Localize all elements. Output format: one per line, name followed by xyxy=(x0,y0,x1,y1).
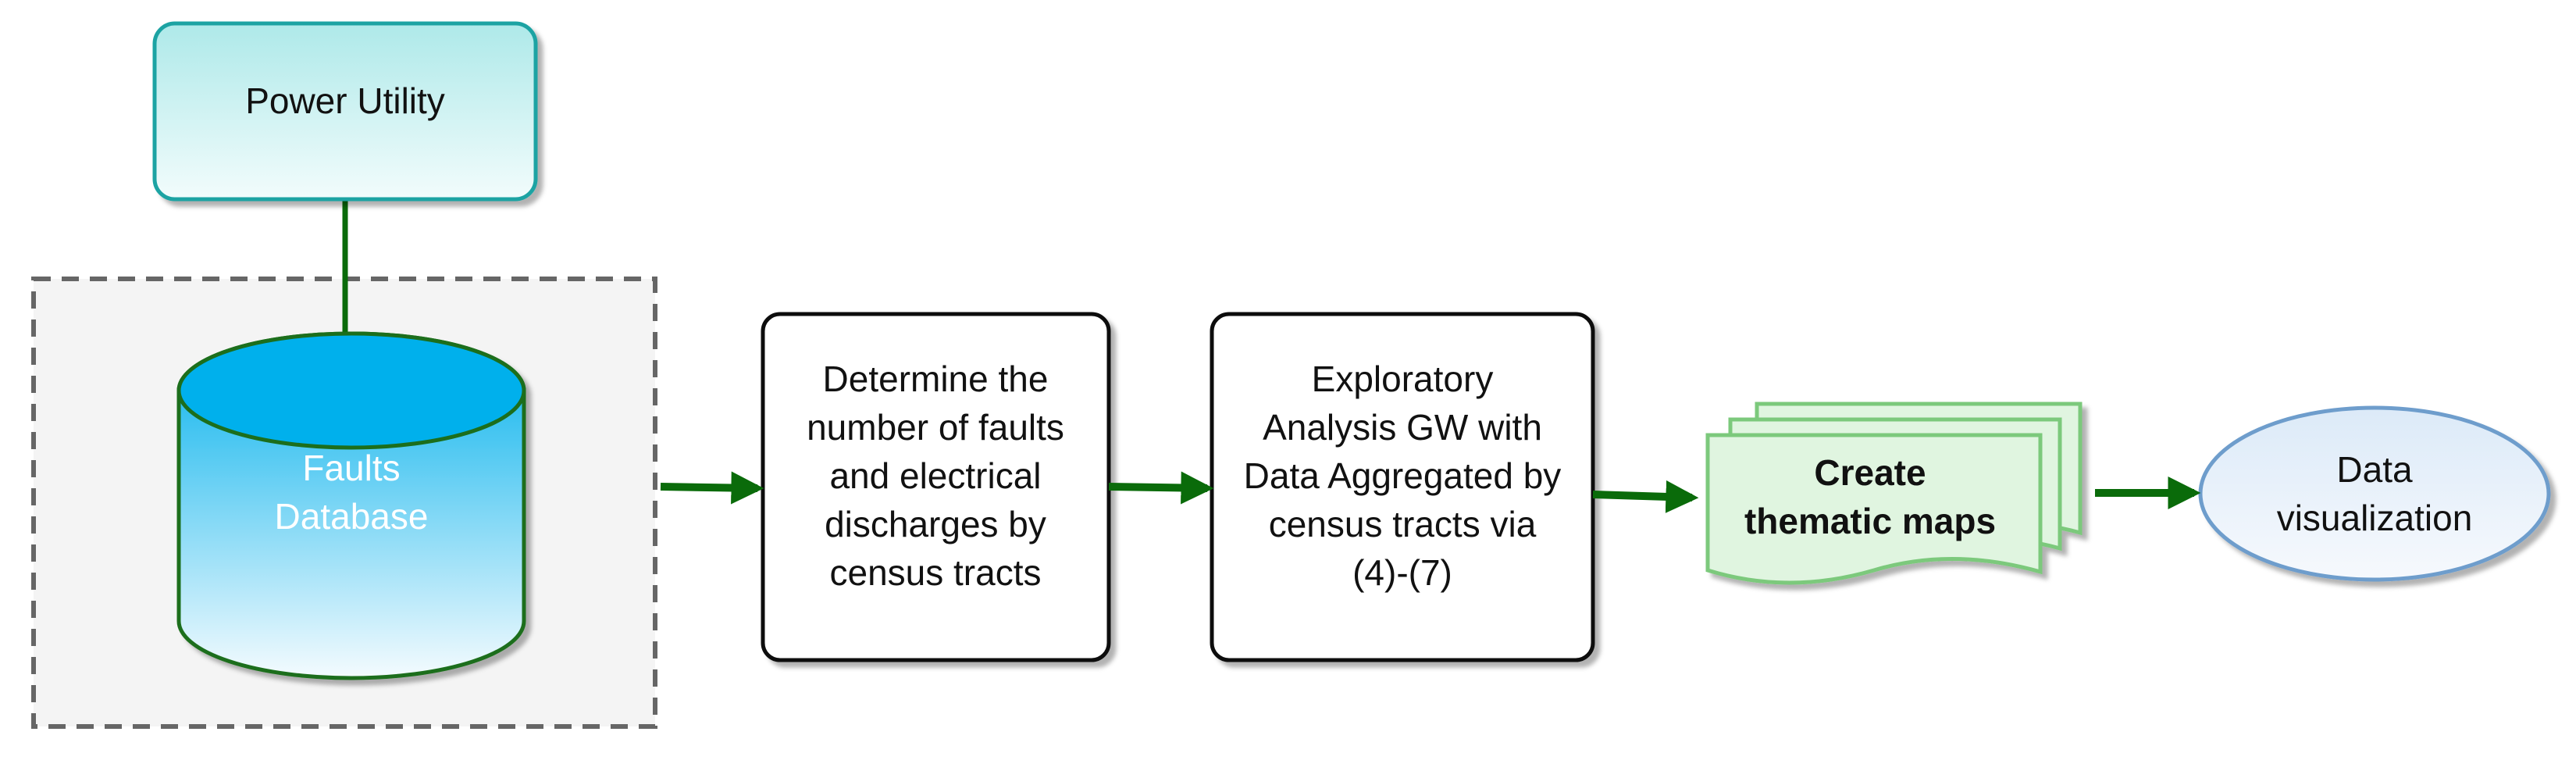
power-utility-node xyxy=(152,21,538,202)
faults-database-label-line: Database xyxy=(275,496,429,537)
faults-database-cylinder-top xyxy=(176,331,526,450)
faults-database-node xyxy=(176,331,526,680)
exploratory-analysis-label-line: Analysis GW with xyxy=(1263,407,1542,448)
data-visualization-label-line: visualization xyxy=(2277,498,2473,538)
thematic-maps-label: Create thematic maps xyxy=(1744,452,1996,541)
exploratory-analysis-label-line: Data Aggregated by xyxy=(1244,455,1562,496)
arrow-exploratory-to-maps xyxy=(1592,480,1699,513)
exploratory-analysis-label-line: Exploratory xyxy=(1312,359,1494,399)
determine-faults-label: Determine the number of faults and electri… xyxy=(807,359,1064,593)
power-utility-box xyxy=(152,21,538,202)
arrow-database-to-determine xyxy=(660,471,764,505)
data-visualization-label: Data visualization xyxy=(2277,449,2473,538)
exploratory-analysis-label-line: (4)-(7) xyxy=(1352,552,1452,593)
thematic-maps-label-line: Create xyxy=(1814,452,1926,493)
power-utility-label-line: Power Utility xyxy=(245,80,445,121)
power-utility-label: Power Utility xyxy=(245,80,445,121)
determine-faults-label-line: and electrical xyxy=(829,455,1041,496)
thematic-maps-node xyxy=(1705,402,2083,585)
thematic-maps-document-front xyxy=(1705,433,2043,585)
determine-faults-label-line: census tracts xyxy=(830,552,1042,593)
exploratory-analysis-label-line: census tracts via xyxy=(1269,504,1537,544)
faults-database-label-line: Faults xyxy=(302,448,400,488)
thematic-maps-label-line: thematic maps xyxy=(1744,501,1996,541)
determine-faults-label-line: Determine the xyxy=(823,359,1049,399)
determine-faults-label-line: number of faults xyxy=(807,407,1064,448)
data-visualization-label-line: Data xyxy=(2336,449,2413,490)
determine-faults-label-line: discharges by xyxy=(825,504,1046,544)
data-visualization-terminal xyxy=(2198,405,2551,582)
arrow-determine-to-exploratory xyxy=(1108,471,1214,505)
